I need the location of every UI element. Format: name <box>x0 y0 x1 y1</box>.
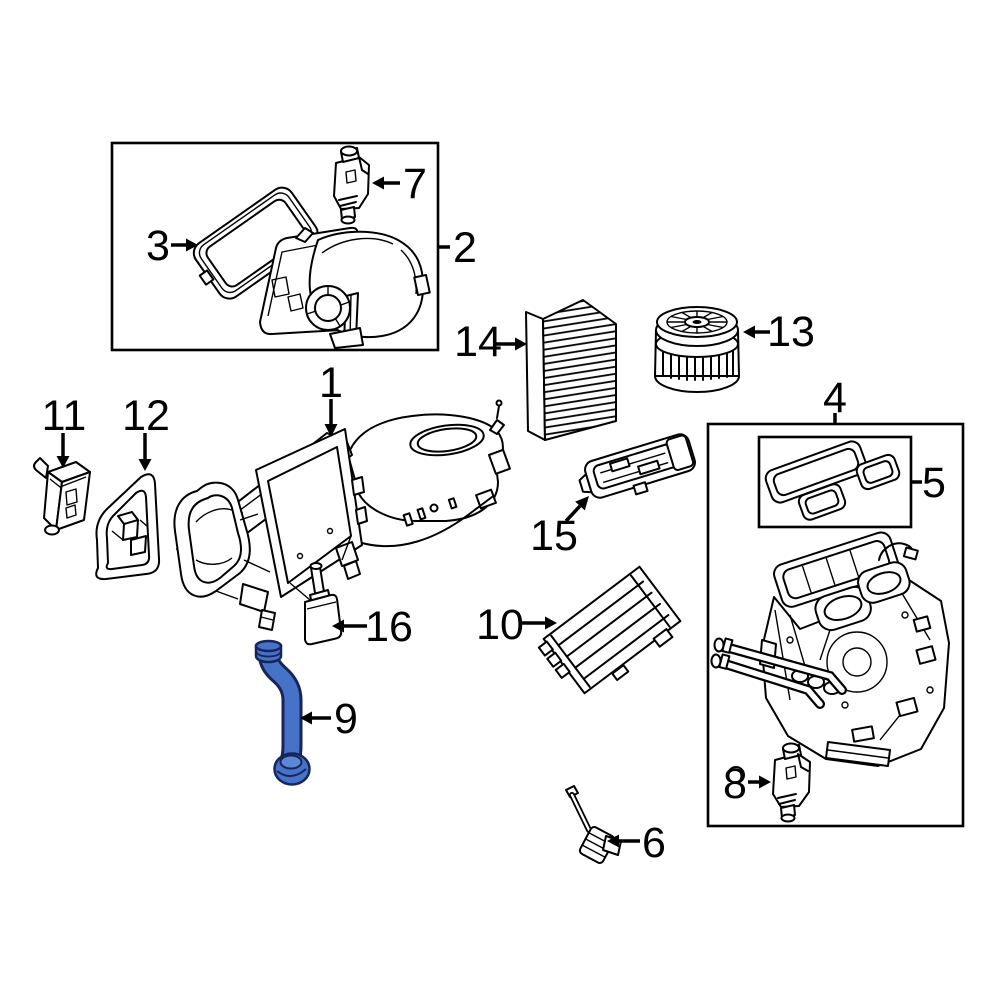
callout-14-arrowhead <box>515 337 527 351</box>
callout-3-arrowhead <box>186 238 198 252</box>
part-2-blower-housing <box>259 226 431 349</box>
callout-10-number: 10 <box>476 601 524 649</box>
callout-12-arrowhead <box>138 459 152 471</box>
part-5-seal-kit <box>764 440 901 521</box>
part-6-temperature-sensor <box>565 785 622 864</box>
part-14-cabin-filter <box>525 299 617 441</box>
callout-11-number: 11 <box>42 392 87 440</box>
part-16-drain-valve <box>304 562 343 646</box>
callout-7-arrowhead <box>372 176 384 190</box>
part-10-ptc-heater <box>537 565 682 695</box>
part-12-side-bracket <box>95 473 161 581</box>
callout-8-arrowhead <box>759 775 771 789</box>
callout-1-arrowhead <box>324 424 338 437</box>
part-7-actuator-motor <box>333 145 370 225</box>
callout-1-number: 1 <box>319 359 343 407</box>
part-9-drain-hose-highlighted <box>254 639 311 786</box>
callout-5-number: 5 <box>922 459 946 507</box>
callout-12-number: 12 <box>122 392 170 440</box>
callout-7-number: 7 <box>403 160 427 208</box>
callout-14-number: 14 <box>454 318 502 366</box>
callout-6-arrowhead <box>607 834 619 848</box>
part-3-seal-gasket <box>192 186 319 300</box>
part-1-evaporator-housing <box>173 399 511 631</box>
callout-8-number: 8 <box>723 760 747 808</box>
part-13-blower-motor <box>654 306 740 393</box>
callout-16-number: 16 <box>365 603 413 651</box>
callout-6-number: 6 <box>642 819 666 867</box>
callout-13-arrowhead <box>743 325 755 339</box>
part-15-duct-bracket <box>578 433 696 499</box>
callout-9-number: 9 <box>334 695 358 743</box>
part-8-actuator-motor <box>772 742 811 823</box>
callout-3-number: 3 <box>146 222 170 270</box>
callout-11-arrowhead <box>56 456 70 468</box>
callout-15-number: 15 <box>530 512 578 560</box>
part-4-heater-assembly <box>710 531 950 784</box>
callout-9-arrowhead <box>300 711 312 725</box>
callout-15-line <box>564 504 582 523</box>
callout-4-number: 4 <box>823 374 847 422</box>
callout-10-arrowhead <box>545 616 557 630</box>
callout-2-number: 2 <box>453 224 477 272</box>
callout-15-arrowhead <box>575 496 589 511</box>
callout-13-number: 13 <box>767 308 815 356</box>
part-11-control-module <box>33 457 91 536</box>
callout-16-arrowhead <box>332 619 344 633</box>
